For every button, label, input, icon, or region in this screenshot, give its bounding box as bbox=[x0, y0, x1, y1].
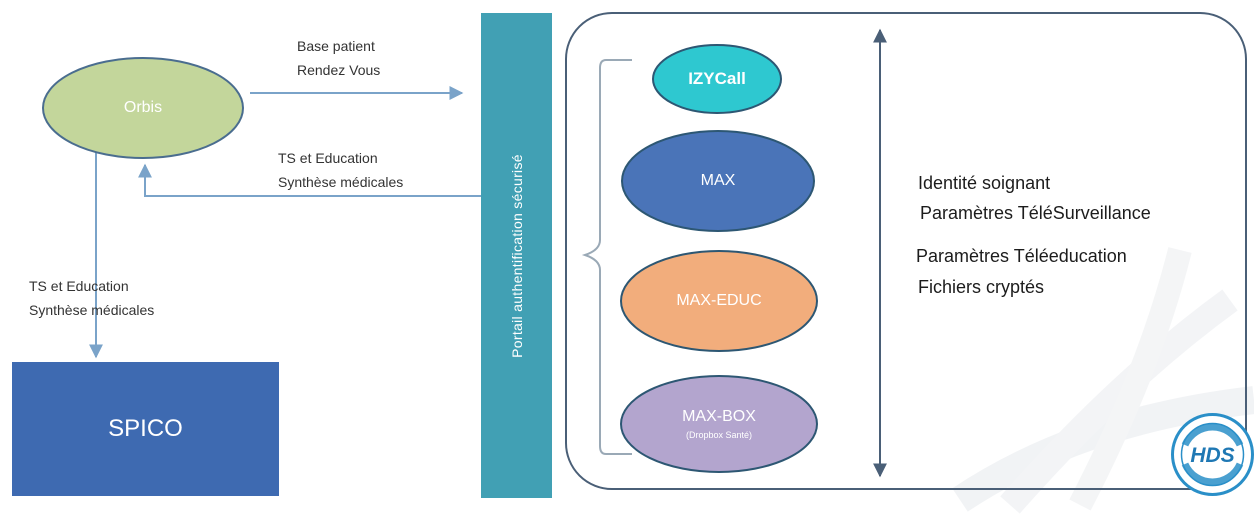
orbis-node: Orbis bbox=[43, 58, 243, 158]
arrow-portal-to-orbis bbox=[138, 163, 481, 197]
spico-node-shape bbox=[12, 362, 279, 496]
max-box-label: MAX-BOX bbox=[682, 408, 756, 425]
max-node: MAX bbox=[622, 131, 814, 231]
watermark-rays bbox=[952, 247, 1254, 514]
max-educ-node: MAX-EDUC bbox=[621, 251, 817, 351]
portal-label: Portail authentification sécurisé bbox=[508, 153, 525, 358]
izycall-label: IZYCall bbox=[688, 69, 746, 88]
info-parametres-teleeducation: Paramètres Téléeducation bbox=[916, 246, 1127, 266]
edge-label-line: TS et Education bbox=[29, 278, 129, 294]
izycall-node-shape bbox=[652, 44, 782, 114]
izycall-node: IZYCall bbox=[653, 45, 781, 113]
edge-label-orbis-to-spico: TS et Education Synthèse médicales bbox=[29, 274, 154, 322]
max-label: MAX bbox=[700, 172, 736, 189]
edge-label-portal-to-orbis: TS et Education Synthèse médicales bbox=[278, 146, 403, 194]
max-box-sublabel: (Dropbox Santé) bbox=[685, 430, 753, 440]
orbis-label: Orbis bbox=[123, 99, 163, 116]
edge-label-line: Synthèse médicales bbox=[29, 302, 155, 318]
info-fichiers-cryptes: Fichiers cryptés bbox=[918, 277, 1045, 297]
edge-label-line: TS et Education bbox=[278, 150, 378, 166]
portal-node: Portail authentification sécurisé bbox=[481, 13, 552, 498]
edge-label-line: Rendez Vous bbox=[297, 62, 381, 78]
spico-node: SPICO bbox=[12, 362, 279, 496]
hds-logo: HDS bbox=[1171, 413, 1254, 496]
max-educ-label: MAX-EDUC bbox=[676, 292, 762, 309]
max-educ-node-shape bbox=[620, 250, 818, 352]
edge-label-line: Synthèse médicales bbox=[278, 174, 404, 190]
info-identite-soignant: Identité soignant bbox=[918, 173, 1051, 193]
apps-container bbox=[565, 12, 1247, 490]
apps-brace bbox=[581, 59, 632, 455]
portal-bar-shape bbox=[481, 13, 552, 498]
max-node-shape bbox=[621, 130, 815, 232]
info-parametres-telesurveillance: Paramètres TéléSurveillance bbox=[920, 203, 1151, 223]
max-box-node-shape bbox=[620, 375, 818, 473]
edge-label-orbis-to-portal: Base patient Rendez Vous bbox=[297, 34, 380, 82]
spico-label: SPICO bbox=[108, 415, 183, 442]
edge-label-line: Base patient bbox=[297, 38, 375, 54]
max-box-node: MAX-BOX (Dropbox Santé) bbox=[621, 376, 817, 472]
hds-logo-text: HDS bbox=[1190, 444, 1234, 467]
orbis-node-shape bbox=[42, 57, 244, 159]
